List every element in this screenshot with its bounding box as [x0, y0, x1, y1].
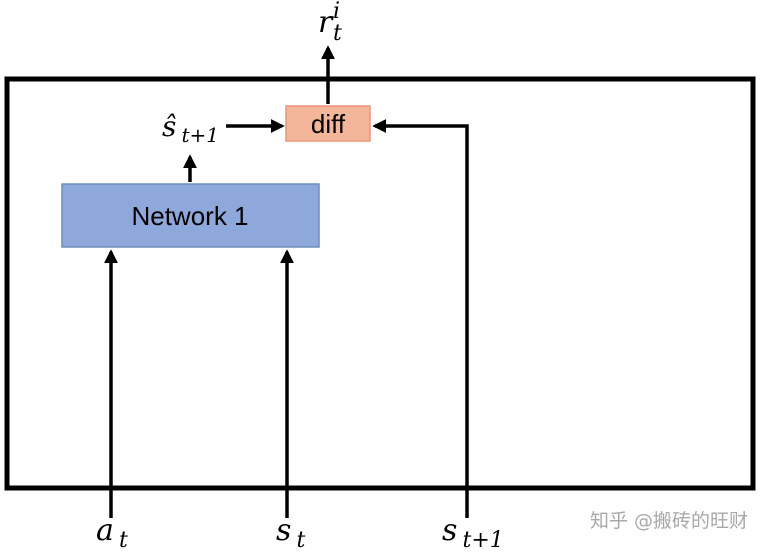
- next-state-label: s t+1: [442, 513, 504, 553]
- diff-box: [285, 105, 371, 142]
- action-base: a: [96, 513, 114, 548]
- action-label: a t: [96, 513, 128, 553]
- reward-superscript: i: [333, 0, 340, 24]
- predicted-state-label: ŝ t+1: [162, 110, 219, 147]
- diff-label: diff: [311, 109, 346, 139]
- action-subscript: t: [119, 528, 128, 553]
- arrow-next-state-to-diff: [372, 119, 469, 518]
- reward-base: r: [318, 5, 334, 40]
- predicted-state-subscript: t+1: [181, 123, 219, 147]
- predicted-state-base: ŝ: [162, 110, 176, 143]
- system-boundary: [4, 76, 756, 491]
- next-state-subscript: t+1: [463, 528, 504, 553]
- next-state-base: s: [442, 513, 457, 548]
- reward-subscript: t: [333, 21, 342, 46]
- intrinsic-reward-label: r t i: [318, 0, 347, 46]
- state-base: s: [276, 513, 291, 548]
- network-label: Network 1: [131, 201, 248, 231]
- network-block: Network 1: [61, 183, 320, 248]
- state-subscript: t: [297, 528, 306, 553]
- watermark: 知乎 @搬砖的旺财: [590, 510, 748, 532]
- state-label: s t: [276, 513, 306, 553]
- network-box: [61, 183, 320, 248]
- diff-block: diff: [285, 105, 371, 142]
